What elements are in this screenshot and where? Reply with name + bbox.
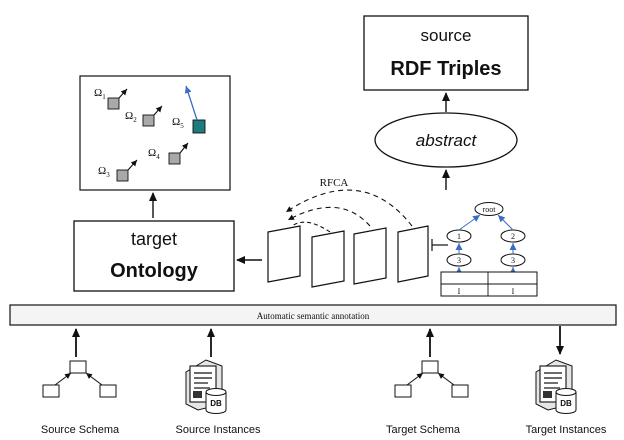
rdf-box-line1: source bbox=[420, 26, 471, 45]
rfca-label: RFCA bbox=[320, 177, 349, 189]
source-instances-db-icon: DB bbox=[185, 359, 227, 414]
target-schema-icon bbox=[394, 360, 469, 398]
source-db-label: DB bbox=[210, 399, 222, 408]
svg-text:1: 1 bbox=[457, 232, 461, 241]
svg-text:2: 2 bbox=[511, 232, 515, 241]
graph-node-1 bbox=[107, 97, 120, 110]
semantic-annotation-bar: Automatic semantic annotation bbox=[9, 304, 617, 326]
graph-node-4 bbox=[116, 169, 129, 182]
rdf-box-line2: RDF Triples bbox=[390, 58, 501, 80]
svg-text:Ω5: Ω5 bbox=[172, 116, 184, 130]
tree-root-label: root bbox=[483, 205, 497, 214]
svg-text:I: I bbox=[458, 287, 461, 296]
graph-blue-arrow bbox=[184, 85, 198, 121]
ontology-graph-box: Ω1 Ω2 Ω3 Ω4 Ω5 bbox=[79, 75, 231, 191]
svg-text:3: 3 bbox=[511, 256, 515, 265]
svg-text:3: 3 bbox=[457, 256, 461, 265]
graph-node-highlight bbox=[192, 119, 206, 134]
ontology-box: target Ontology bbox=[73, 220, 235, 292]
ontology-box-line2: Ontology bbox=[110, 260, 199, 282]
target-instances-db-icon: DB bbox=[535, 359, 577, 414]
target-db-label: DB bbox=[560, 399, 572, 408]
abstract-label: abstract bbox=[416, 131, 478, 150]
svg-text:Ω3: Ω3 bbox=[98, 165, 110, 179]
graph-node-3 bbox=[168, 152, 181, 165]
svg-text:I: I bbox=[512, 287, 515, 296]
target-instances-label: Target Instances bbox=[526, 424, 607, 436]
svg-text:Ω2: Ω2 bbox=[125, 110, 137, 124]
graph-node-2 bbox=[142, 114, 155, 127]
svg-text:Ω1: Ω1 bbox=[94, 87, 106, 101]
annotation-bar-label: Automatic semantic annotation bbox=[257, 311, 370, 321]
source-schema-label: Source Schema bbox=[41, 424, 120, 436]
abstract-ellipse: abstract bbox=[374, 112, 518, 168]
target-schema-label: Target Schema bbox=[386, 424, 461, 436]
svg-text:Ω4: Ω4 bbox=[148, 147, 160, 161]
rfca-lattice-docs: RFCA bbox=[267, 177, 429, 288]
source-instances-label: Source Instances bbox=[176, 424, 261, 436]
source-schema-icon bbox=[42, 360, 117, 398]
ontology-box-line1: target bbox=[131, 229, 177, 249]
xml-tree: root 1 2 3 3 I I bbox=[440, 202, 538, 297]
rdf-triples-box: source RDF Triples bbox=[363, 15, 529, 91]
